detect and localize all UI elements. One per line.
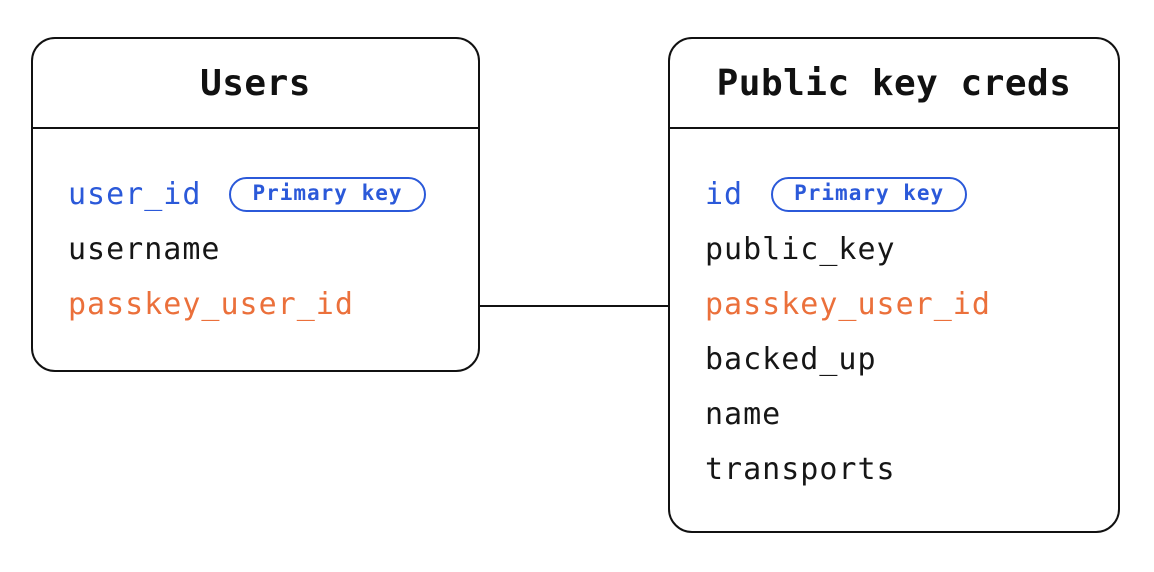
field-name-public_key: public_key: [705, 232, 896, 267]
field-name-passkey_user_id: passkey_user_id: [68, 287, 354, 322]
field-row-passkey_user_id: passkey_user_id: [68, 277, 478, 332]
relationship-connector-line: [479, 305, 669, 307]
table-public-key-creds-fields: id Primary key public_key passkey_user_i…: [670, 129, 1118, 497]
field-row-backed_up: backed_up: [705, 332, 1118, 387]
field-row-name: name: [705, 387, 1118, 442]
table-public-key-creds-title: Public key creds: [716, 62, 1072, 104]
table-users-title: Users: [200, 62, 311, 104]
field-name-passkey_user_id: passkey_user_id: [705, 287, 991, 322]
table-public-key-creds-header: Public key creds: [670, 39, 1118, 129]
field-name-user_id: user_id: [68, 177, 202, 212]
primary-key-badge: Primary key: [771, 176, 968, 213]
field-row-id: id Primary key: [705, 167, 1118, 222]
field-row-public_key: public_key: [705, 222, 1118, 277]
table-users: Users user_id Primary key username passk…: [31, 37, 480, 372]
field-row-transports: transports: [705, 442, 1118, 497]
field-name-id: id: [705, 177, 744, 212]
primary-key-badge: Primary key: [229, 176, 426, 213]
field-row-username: username: [68, 222, 478, 277]
field-row-user_id: user_id Primary key: [68, 167, 478, 222]
table-users-header: Users: [33, 39, 478, 129]
field-name-name: name: [705, 397, 782, 432]
table-users-fields: user_id Primary key username passkey_use…: [33, 129, 478, 332]
field-row-passkey_user_id: passkey_user_id: [705, 277, 1118, 332]
table-public-key-creds: Public key creds id Primary key public_k…: [668, 37, 1120, 533]
field-name-transports: transports: [705, 452, 896, 487]
field-name-username: username: [68, 232, 221, 267]
field-name-backed_up: backed_up: [705, 342, 877, 377]
